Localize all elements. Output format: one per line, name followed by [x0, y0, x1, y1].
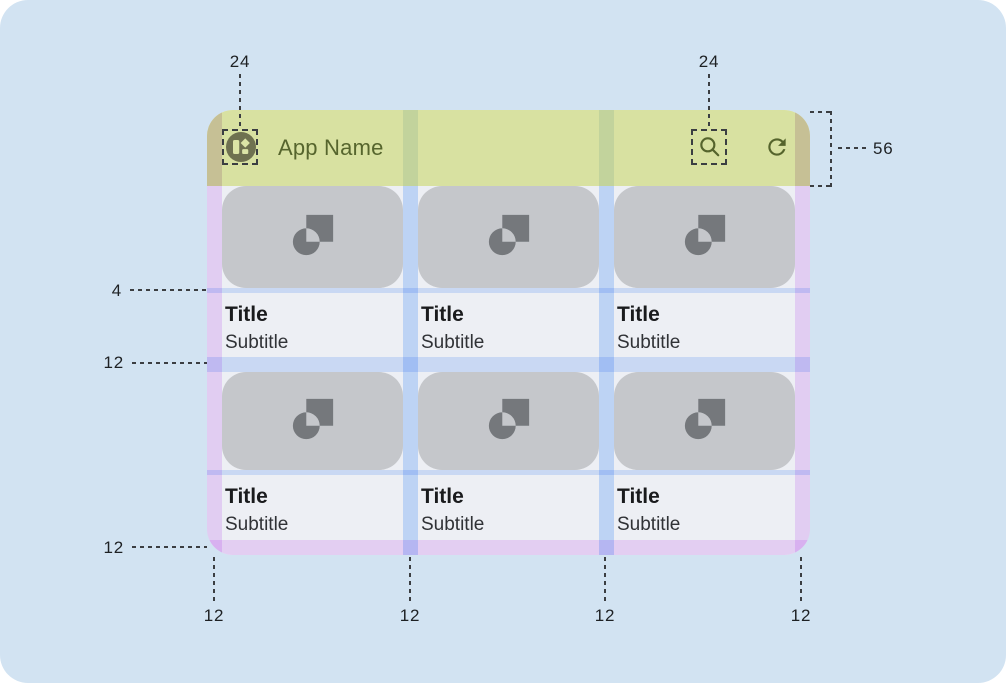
- card-title: Title: [421, 303, 464, 326]
- measure-line: [604, 557, 606, 601]
- image-placeholder-icon: [682, 212, 728, 263]
- card-subtitle: Subtitle: [225, 514, 289, 535]
- app-launcher-icon: [226, 131, 256, 165]
- app-menu-button[interactable]: [226, 131, 256, 165]
- search-icon: [697, 134, 723, 163]
- margin-keyline-left: [207, 186, 222, 555]
- card-image[interactable]: [222, 186, 403, 288]
- measure-label-gutter-1: 12: [399, 606, 421, 625]
- card-subtitle: Subtitle: [421, 514, 485, 535]
- image-placeholder-icon: [290, 212, 336, 263]
- card-image[interactable]: [222, 372, 403, 470]
- measure-label-search-icon: 24: [698, 52, 720, 71]
- measure-label-appbar-height: 56: [873, 139, 894, 158]
- measure-bracket-side: [830, 111, 832, 187]
- margin-overlay-right: [795, 110, 810, 186]
- search-button[interactable]: [697, 135, 723, 161]
- measure-bracket-top: [810, 111, 832, 113]
- image-placeholder-icon: [486, 396, 532, 447]
- measure-label-gutter-2: 12: [594, 606, 616, 625]
- measure-label-app-icon: 24: [229, 52, 251, 71]
- gap-highlight-row2: [207, 470, 810, 475]
- card-title: Title: [225, 485, 268, 508]
- measure-bracket-bottom: [810, 185, 832, 187]
- measure-label-left-margin: 12: [203, 606, 225, 625]
- card-subtitle: Subtitle: [617, 332, 681, 353]
- measure-line: [800, 557, 802, 601]
- card-text-block[interactable]: Title Subtitle: [614, 475, 795, 539]
- gutter-keyline-1: [403, 186, 418, 555]
- card-text-block[interactable]: Title Subtitle: [222, 293, 403, 357]
- gap-highlight-row1: [207, 288, 810, 293]
- measure-label-bottom-margin: 12: [103, 538, 124, 557]
- measure-line: [132, 546, 207, 548]
- card-text-block[interactable]: Title Subtitle: [418, 293, 599, 357]
- image-placeholder-icon: [290, 396, 336, 447]
- card-image[interactable]: [614, 186, 795, 288]
- measure-line: [130, 289, 207, 291]
- gutter-overlay-2: [599, 110, 614, 186]
- card-title: Title: [421, 485, 464, 508]
- measure-label-gap: 4: [111, 281, 122, 300]
- measure-line: [132, 362, 207, 364]
- gutter-keyline-2: [599, 186, 614, 555]
- card-subtitle: Subtitle: [617, 514, 681, 535]
- measure-box-app-icon: [222, 129, 258, 165]
- refresh-button[interactable]: [764, 135, 790, 161]
- measure-line: [708, 74, 710, 127]
- card-text-block[interactable]: Title Subtitle: [222, 475, 403, 539]
- card-image[interactable]: [418, 186, 599, 288]
- bottom-margin-highlight: [207, 540, 810, 555]
- card-image[interactable]: [614, 372, 795, 470]
- image-placeholder-icon: [486, 212, 532, 263]
- measure-line: [213, 557, 215, 601]
- gutter-overlay-1: [403, 110, 418, 186]
- row-gap-highlight: [207, 357, 810, 372]
- measure-label-row-gap: 12: [103, 353, 124, 372]
- refresh-icon: [764, 134, 790, 163]
- measure-line: [409, 557, 411, 601]
- card-image[interactable]: [418, 372, 599, 470]
- card-title: Title: [225, 303, 268, 326]
- app-title: App Name: [278, 135, 384, 160]
- measure-label-right-margin: 12: [790, 606, 812, 625]
- card-text-block[interactable]: Title Subtitle: [418, 475, 599, 539]
- card-subtitle: Subtitle: [421, 332, 485, 353]
- card-subtitle: Subtitle: [225, 332, 289, 353]
- measure-line: [838, 147, 866, 149]
- app-mock: App Name: [207, 110, 810, 555]
- measure-line: [239, 74, 241, 127]
- card-text-block[interactable]: Title Subtitle: [614, 293, 795, 357]
- margin-overlay-left: [207, 110, 222, 186]
- margin-keyline-right: [795, 186, 810, 555]
- card-title: Title: [617, 485, 660, 508]
- measure-box-search-icon: [691, 129, 727, 165]
- image-placeholder-icon: [682, 396, 728, 447]
- card-title: Title: [617, 303, 660, 326]
